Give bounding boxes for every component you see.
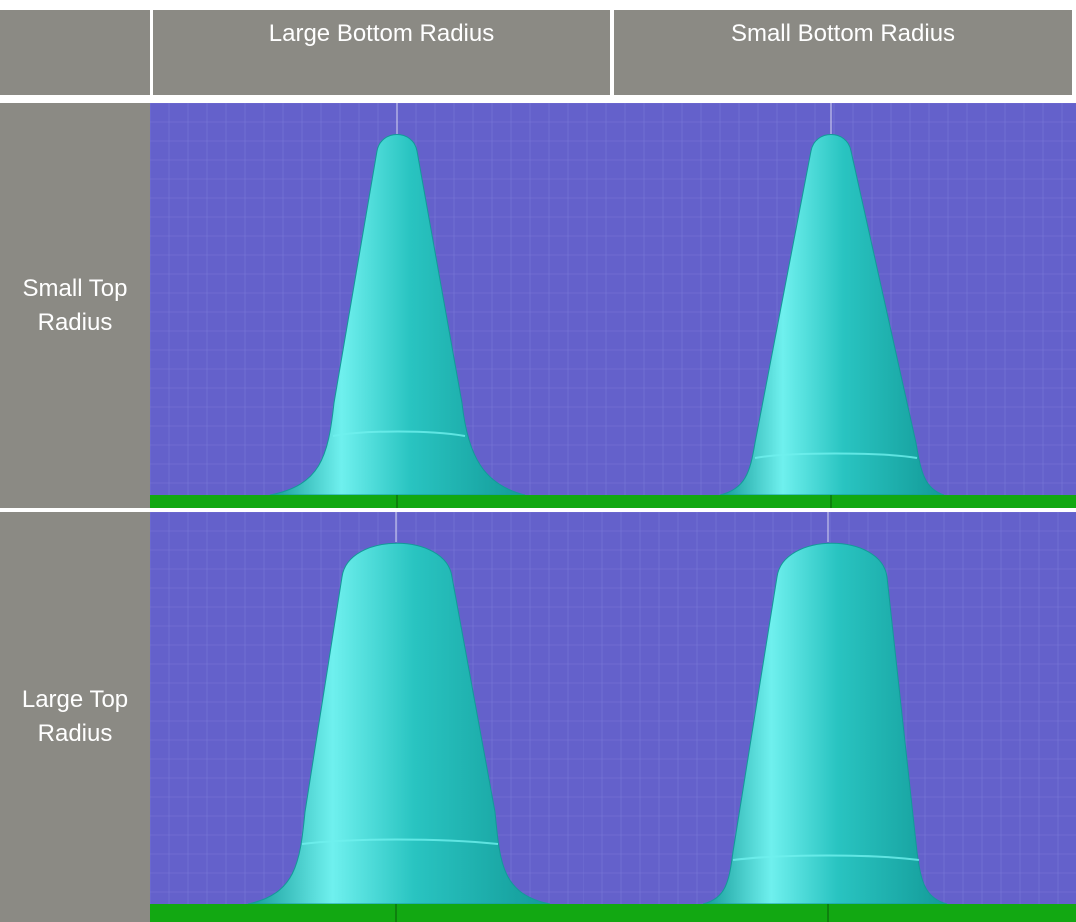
cone-blend-edge — [332, 430, 466, 437]
cone-model — [247, 542, 551, 905]
row-header-small-top-radius: Small Top Radius — [0, 103, 150, 508]
cone-render-image — [583, 512, 1076, 922]
ground-plate — [583, 904, 1076, 922]
column-header-label: Small Bottom Radius — [730, 20, 956, 47]
cone-render-small-top-small-bottom — [587, 103, 1076, 508]
cone-model — [719, 134, 945, 496]
cone-blend-edge — [732, 854, 920, 861]
row-header-label-line: Radius — [37, 720, 113, 747]
cone-render-small-top-large-bottom — [150, 103, 587, 508]
header-corner-cell — [0, 10, 150, 95]
cone-render-image — [150, 103, 587, 508]
cone-render-large-top-small-bottom — [583, 512, 1076, 922]
row-header-label-line: Large Top — [21, 686, 129, 713]
cone-render-image — [587, 103, 1076, 508]
cone-render-large-top-large-bottom — [150, 512, 583, 922]
ground-plate — [150, 495, 587, 508]
cone-blend-edge — [301, 838, 499, 845]
row-header-label-line: Radius — [37, 308, 113, 336]
column-header-small-bottom-radius: Small Bottom Radius — [614, 10, 1072, 95]
cone-model — [702, 542, 948, 905]
ground-plate — [150, 904, 583, 922]
cone-model — [269, 134, 526, 496]
column-header-large-bottom-radius: Large Bottom Radius — [153, 10, 610, 95]
row-header-large-top-radius: Large Top Radius — [0, 512, 150, 922]
column-header-label: Large Bottom Radius — [268, 20, 495, 47]
cone-render-image — [150, 512, 583, 922]
cone-blend-edge — [754, 452, 918, 459]
row-header-label-line: Small Top — [22, 274, 128, 302]
